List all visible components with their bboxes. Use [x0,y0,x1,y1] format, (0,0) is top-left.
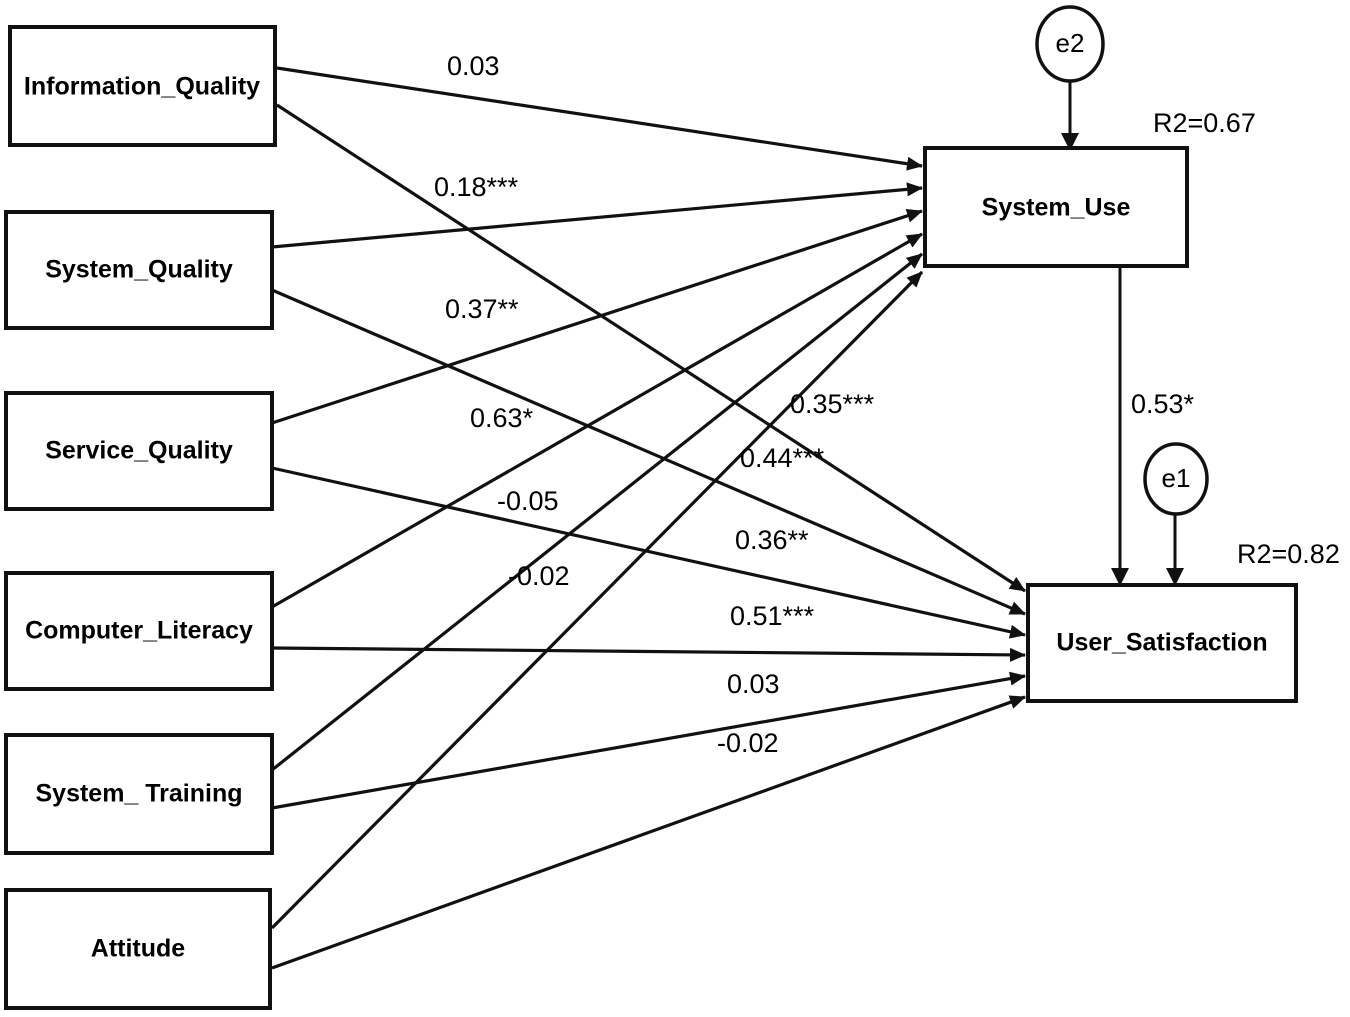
path-system-training-to-system-use [271,252,923,772]
node-label-system-use: System_Use [982,194,1131,222]
paths-to-user-satisfaction [271,103,1026,970]
node-label-system-quality: System_Quality [45,256,233,284]
path-system-quality-to-user-satisfaction [271,288,1026,616]
coefficient-information-quality-to-system-use: 0.03 [447,51,500,81]
path-attitude-to-user-satisfaction [271,695,1026,970]
path-system-training-to-user-satisfaction [271,671,1026,810]
coefficient-system-quality-to-system-use: 0.18*** [434,172,519,202]
coefficient-system-training-to-system-use: -0.05 [497,486,559,516]
path-information-quality-to-system-use [276,66,923,171]
path-computer-literacy-to-system-use [271,232,923,609]
path-information-quality-to-user-satisfaction [276,103,1026,593]
r2-label-user-satisfaction: R2=0.82 [1237,539,1340,569]
coefficient-system-quality-to-user-satisfaction: 0.44*** [740,443,825,473]
node-attitude[interactable]: Attitude [4,888,272,1010]
coefficient-attitude-to-user-satisfaction: -0.02 [717,728,779,758]
error-term-e1[interactable]: e1 [1143,442,1209,516]
node-label-user-satisfaction: User_Satisfaction [1056,629,1267,657]
coefficient-information-quality-to-user-satisfaction: 0.35*** [790,389,875,419]
coefficient-system-use-to-user-satisfaction: 0.53* [1131,389,1195,419]
coefficient-computer-literacy-to-system-use: 0.63* [470,403,534,433]
path-system-quality-to-system-use [271,182,923,249]
coefficient-system-training-to-user-satisfaction: 0.03 [727,669,780,699]
path-attitude-to-system-use [270,270,924,930]
error-term-label-e1: e1 [1162,463,1191,493]
node-label-computer-literacy: Computer_Literacy [25,617,253,645]
node-system-use[interactable]: System_Use [923,146,1189,268]
coefficient-service-quality-to-system-use: 0.37** [445,294,519,324]
path-service-quality-to-user-satisfaction [271,466,1026,639]
paths-to-system-use [270,66,924,930]
node-label-service-quality: Service_Quality [45,437,233,465]
error-term-label-e2: e2 [1056,28,1085,58]
node-service-quality[interactable]: Service_Quality [4,391,274,511]
node-label-attitude: Attitude [91,935,186,963]
node-computer-literacy[interactable]: Computer_Literacy [4,571,274,691]
error-term-e2[interactable]: e2 [1035,5,1105,83]
r2-label-system-use: R2=0.67 [1153,108,1256,138]
node-label-information-quality: Information_Quality [24,73,260,101]
coefficient-computer-literacy-to-user-satisfaction: 0.51*** [730,601,815,631]
node-information-quality[interactable]: Information_Quality [8,25,277,147]
node-system-training[interactable]: System_ Training [4,733,274,855]
coefficient-service-quality-to-user-satisfaction: 0.36** [735,525,809,555]
node-label-system-training: System_ Training [35,780,242,808]
node-user-satisfaction[interactable]: User_Satisfaction [1026,583,1298,703]
node-system-quality[interactable]: System_Quality [4,210,274,330]
path-service-quality-to-system-use [271,208,923,425]
path-computer-literacy-to-user-satisfaction [271,646,1026,662]
coefficient-attitude-to-system-use: -0.02 [508,561,570,591]
